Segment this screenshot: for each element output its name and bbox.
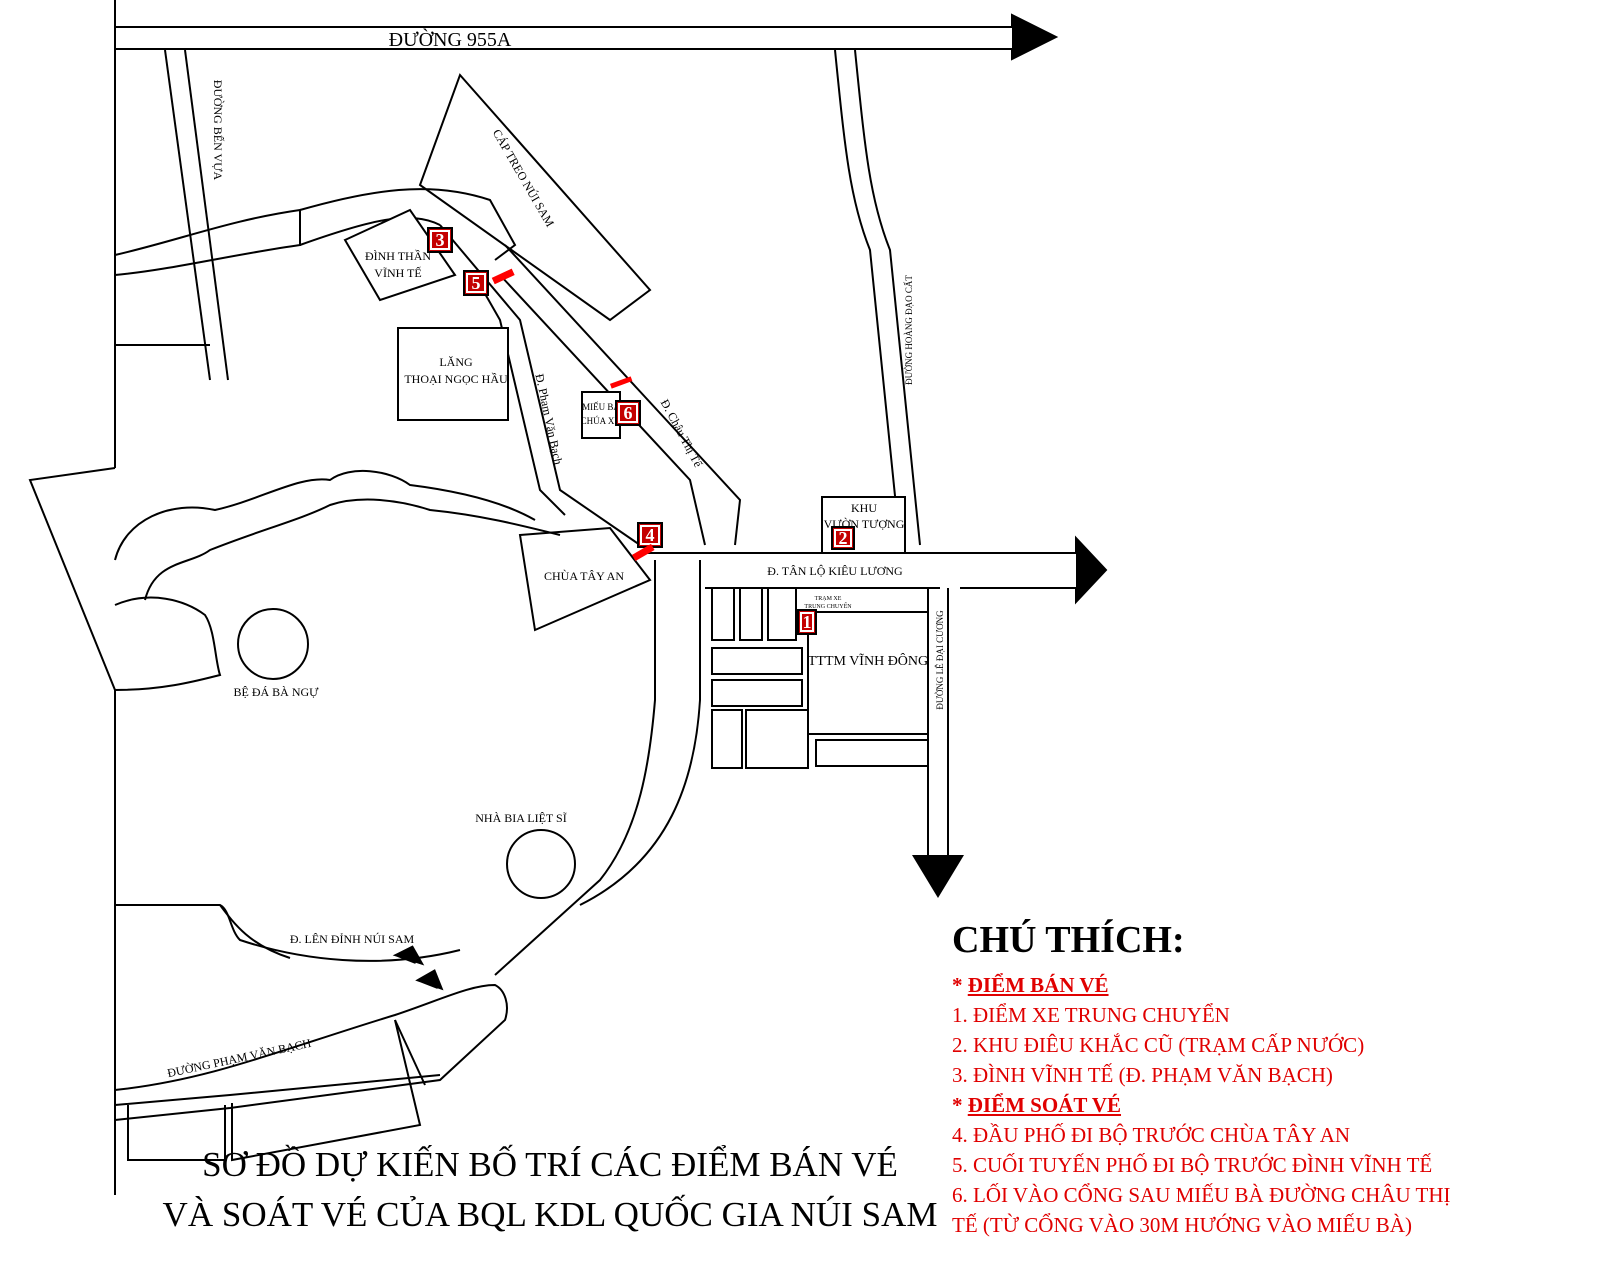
- road-pham-van-bach-lower: ĐƯỜNG PHẠM VĂN BẠCH: [114, 983, 508, 1162]
- legend: CHÚ THÍCH: * ĐIỂM BÁN VÉ 1. ĐIỂM XE TRUN…: [952, 918, 1552, 1240]
- legend-sale-heading: * ĐIỂM BÁN VÉ: [952, 970, 1552, 1000]
- road-pvb-lower-label: ĐƯỜNG PHẠM VĂN BẠCH: [166, 1036, 313, 1080]
- nha-bia-circle: [506, 829, 576, 899]
- dinh-than-label-2: VĨNH TẾ: [374, 265, 421, 280]
- mieu-ba-chua-xu: MIẾU BÀ CHÚA XỨ: [581, 391, 622, 439]
- road-chau-thi-te-label: Đ. Châu Thị Tế: [658, 397, 706, 470]
- road-main-curve-right: [579, 560, 701, 906]
- trail-upper: [114, 469, 536, 561]
- chua-tay-an-label: CHÙA TÂY AN: [544, 569, 624, 583]
- legend-title: CHÚ THÍCH:: [952, 919, 1185, 961]
- road-tan-lo-label: Đ. TÂN LỘ KIÊU LƯƠNG: [767, 564, 903, 578]
- legend-sale-star: *: [952, 973, 963, 997]
- marker-6[interactable]: 6: [615, 400, 641, 426]
- trail-lower: [144, 498, 561, 601]
- dinh-than-label-1: ĐÌNH THẦN: [365, 248, 431, 263]
- map-title: SƠ ĐỒ DỰ KIẾN BỐ TRÍ CÁC ĐIỂM BÁN VÉ VÀ …: [110, 1140, 990, 1240]
- svg-text:3: 3: [436, 230, 445, 250]
- svg-text:2: 2: [839, 528, 848, 548]
- trail-left-loop: [114, 596, 222, 691]
- road-hoang-dao-cat: ĐƯỜNG HOÀNG ĐẠO CẤT: [834, 49, 921, 546]
- legend-sale-item-2: 2. KHU ĐIÊU KHẮC CŨ (TRẠM CẤP NƯỚC): [952, 1033, 1365, 1057]
- cable-car-label: CÁP TREO NÚI SAM: [490, 127, 557, 230]
- road-pvb-upper-label: Đ. Phạm Văn Bạch: [532, 373, 565, 466]
- tram-xe-label-1: TRẠM XE: [815, 596, 842, 602]
- svg-text:4: 4: [646, 525, 655, 545]
- cable-car-zone: CÁP TREO NÚI SAM: [418, 73, 652, 322]
- legend-check-item-6: 6. LỐI VÀO CỔNG SAU MIẾU BÀ ĐƯỜNG CHÂU T…: [952, 1183, 1451, 1207]
- road-ben-vua: ĐƯỜNG BẾN VỰA: [164, 49, 229, 381]
- tram-xe-label-2: TRUNG CHUYỂN: [804, 602, 852, 610]
- lang-label-1: LĂNG: [439, 355, 473, 369]
- left-wedge: [28, 467, 116, 691]
- road-ben-vua-label: ĐƯỜNG BẾN VỰA: [211, 80, 226, 181]
- arrow-up-left-1: [392, 945, 425, 966]
- checkpoint-bar-5: [491, 268, 515, 285]
- legend-check-item-6-cont: TẾ (TỪ CỔNG VÀO 30M HƯỚNG VÀO MIẾU BÀ): [952, 1213, 1412, 1237]
- chua-tay-an: CHÙA TÂY AN: [518, 526, 652, 632]
- map-title-line-1: SƠ ĐỒ DỰ KIẾN BỐ TRÍ CÁC ĐIỂM BÁN VÉ: [202, 1145, 898, 1184]
- road-le-dai-cuong-label: ĐƯỜNG LÊ ĐẠI CƯƠNG: [935, 610, 945, 710]
- marker-2[interactable]: 2: [831, 526, 855, 550]
- checkpoint-bar-6: [609, 376, 633, 389]
- legend-sale-item-3: 3. ĐÌNH VĨNH TẾ (Đ. PHẠM VĂN BẠCH): [952, 1063, 1333, 1087]
- road-main-curve-left: [494, 560, 656, 976]
- marker-5[interactable]: 5: [463, 270, 489, 296]
- tttm-vinh-dong-block: TTTM VĨNH ĐÔNG TRẠM XE TRUNG CHUYỂN: [711, 587, 929, 769]
- road-upper-loop: [299, 188, 517, 261]
- tttm-label: TTTM VĨNH ĐÔNG: [808, 652, 928, 669]
- nha-bia-label: NHÀ BIA LIỆT SĨ: [475, 811, 566, 825]
- mieu-ba-label-2: CHÚA XỨ: [581, 416, 622, 426]
- mieu-ba-label-1: MIẾU BÀ: [582, 402, 620, 412]
- road-upper-inner: [299, 216, 441, 246]
- map-title-line-2: VÀ SOÁT VÉ CỦA BQL KDL QUỐC GIA NÚI SAM: [162, 1195, 938, 1234]
- marker-1[interactable]: 1: [797, 609, 817, 635]
- marker-4[interactable]: 4: [637, 522, 663, 548]
- legend-check-heading: * ĐIỂM SOÁT VÉ: [952, 1090, 1552, 1120]
- road-len-dinh-label: Đ. LÊN ĐỈNH NÚI SAM: [290, 932, 415, 946]
- legend-check-heading-text: ĐIỂM SOÁT VÉ: [967, 1093, 1122, 1117]
- lang-thoai-ngoc-hau: LĂNG THOẠI NGỌC HẦU: [397, 327, 509, 421]
- road-upper-left: [114, 208, 301, 276]
- road-hoang-dao-cat-label: ĐƯỜNG HOÀNG ĐẠO CẤT: [904, 275, 914, 385]
- legend-sale-item-1: 1. ĐIỂM XE TRUNG CHUYỂN: [952, 1003, 1230, 1027]
- be-da-label: BỆ ĐÁ BÀ NGỰ: [234, 685, 320, 699]
- marker-3[interactable]: 3: [427, 227, 453, 253]
- road-len-dinh: Đ. LÊN ĐỈNH NÚI SAM: [115, 904, 461, 991]
- road-955a-label: ĐƯỜNG 955A: [389, 27, 512, 51]
- legend-check-star: *: [952, 1093, 963, 1117]
- road-955a: ĐƯỜNG 955A: [114, 13, 1059, 61]
- dinh-than-vinh-te: ĐÌNH THẦN VĨNH TẾ: [343, 208, 457, 302]
- legend-sale-heading-text: ĐIỂM BÁN VÉ: [967, 973, 1109, 997]
- svg-text:1: 1: [803, 612, 812, 632]
- checkpoint-bar-4: [631, 543, 655, 561]
- svg-text:5: 5: [472, 273, 481, 293]
- svg-text:6: 6: [624, 403, 633, 423]
- lang-label-2: THOẠI NGỌC HẦU: [404, 371, 508, 386]
- be-da-circle: [237, 608, 309, 680]
- legend-check-item-4: 4. ĐẦU PHỐ ĐI BỘ TRƯỚC CHÙA TÂY AN: [952, 1123, 1351, 1147]
- arrow-up-left-2: [415, 969, 444, 991]
- khu-label-1: KHU: [851, 501, 877, 515]
- legend-check-item-5: 5. CUỐI TUYẾN PHỐ ĐI BỘ TRƯỚC ĐÌNH VĨNH …: [952, 1153, 1433, 1177]
